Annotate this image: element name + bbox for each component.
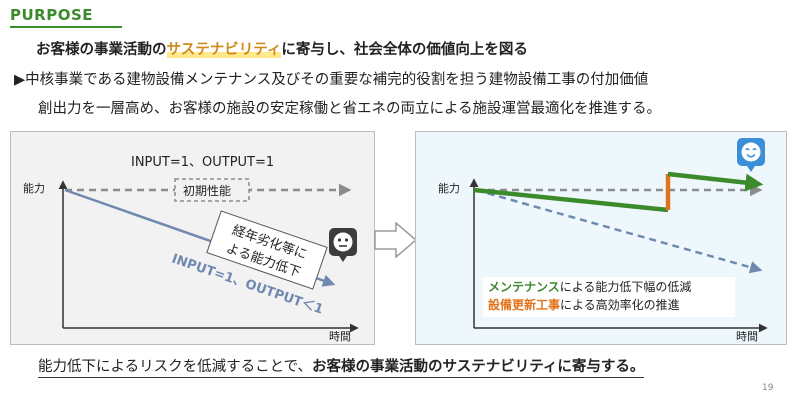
legend-background	[483, 277, 735, 317]
right-decline-line	[475, 188, 763, 274]
page-number: 19	[762, 383, 774, 393]
conclusion-normal: 能力低下によるリスクを低減することで、	[38, 359, 313, 375]
headline-suffix: に寄与し、社会全体の価値向上を図る	[281, 42, 528, 58]
maintenance-line	[473, 187, 669, 213]
left-diagram-panel: INPUT=1、OUTPUT=1 能力 時間 初期性能 経年劣化等に よる能力低…	[10, 131, 375, 345]
legend-maintenance: メンテナンスによる能力低下幅の低減	[488, 278, 691, 295]
initial-performance-box	[174, 178, 250, 202]
decline-callout-box	[206, 210, 328, 290]
neutral-face-icon	[329, 228, 357, 262]
right-arrow-icon	[374, 222, 418, 258]
smiling-face-icon	[737, 138, 765, 172]
headline-prefix: お客様の事業活動の	[36, 42, 167, 58]
left-x-axis-label: 時間	[329, 330, 351, 343]
conclusion-bold: お客様の事業活動のサステナビリティに寄与する。	[312, 359, 645, 375]
body-line-1: ▶中核事業である建物設備メンテナンス及びその重要な補完的役割を担う建物設備工事の…	[14, 72, 649, 88]
initial-performance-label: 初期性能	[183, 184, 231, 198]
headline-highlight: サステナビリティ	[166, 42, 282, 58]
right-diagram: 能力 時間	[438, 138, 768, 343]
legend-equipment-update: 設備更新工事による高効率化の推進	[488, 296, 680, 313]
section-title: PURPOSE	[10, 6, 94, 24]
headline: お客様の事業活動のサステナビリティに寄与し、社会全体の価値向上を図る	[36, 38, 528, 59]
legend-equipment-update-key: 設備更新工事	[488, 298, 561, 312]
right-y-axis-label: 能力	[438, 181, 460, 195]
legend-equipment-update-text: による高効率化の推進	[560, 298, 680, 312]
improved-performance-line	[667, 171, 764, 192]
section-title-underline	[10, 26, 122, 28]
right-x-axis-label: 時間	[736, 330, 758, 343]
legend-maintenance-key: メンテナンス	[488, 280, 560, 294]
conclusion-text: 能力低下によるリスクを低減することで、お客様の事業活動のサステナビリティに寄与す…	[38, 355, 645, 378]
left-caption: INPUT=1、OUTPUT=1	[131, 155, 274, 170]
left-diagram: INPUT=1、OUTPUT=1 能力 時間 初期性能 経年劣化等に よる能力低…	[23, 155, 359, 343]
body-line-2: 創出力を一層高め、お客様の施設の安定稼働と省エネの両立による施設運営最適化を推進…	[38, 101, 662, 117]
left-y-axis-label: 能力	[23, 181, 45, 195]
legend-maintenance-text: による能力低下幅の低減	[559, 280, 692, 294]
